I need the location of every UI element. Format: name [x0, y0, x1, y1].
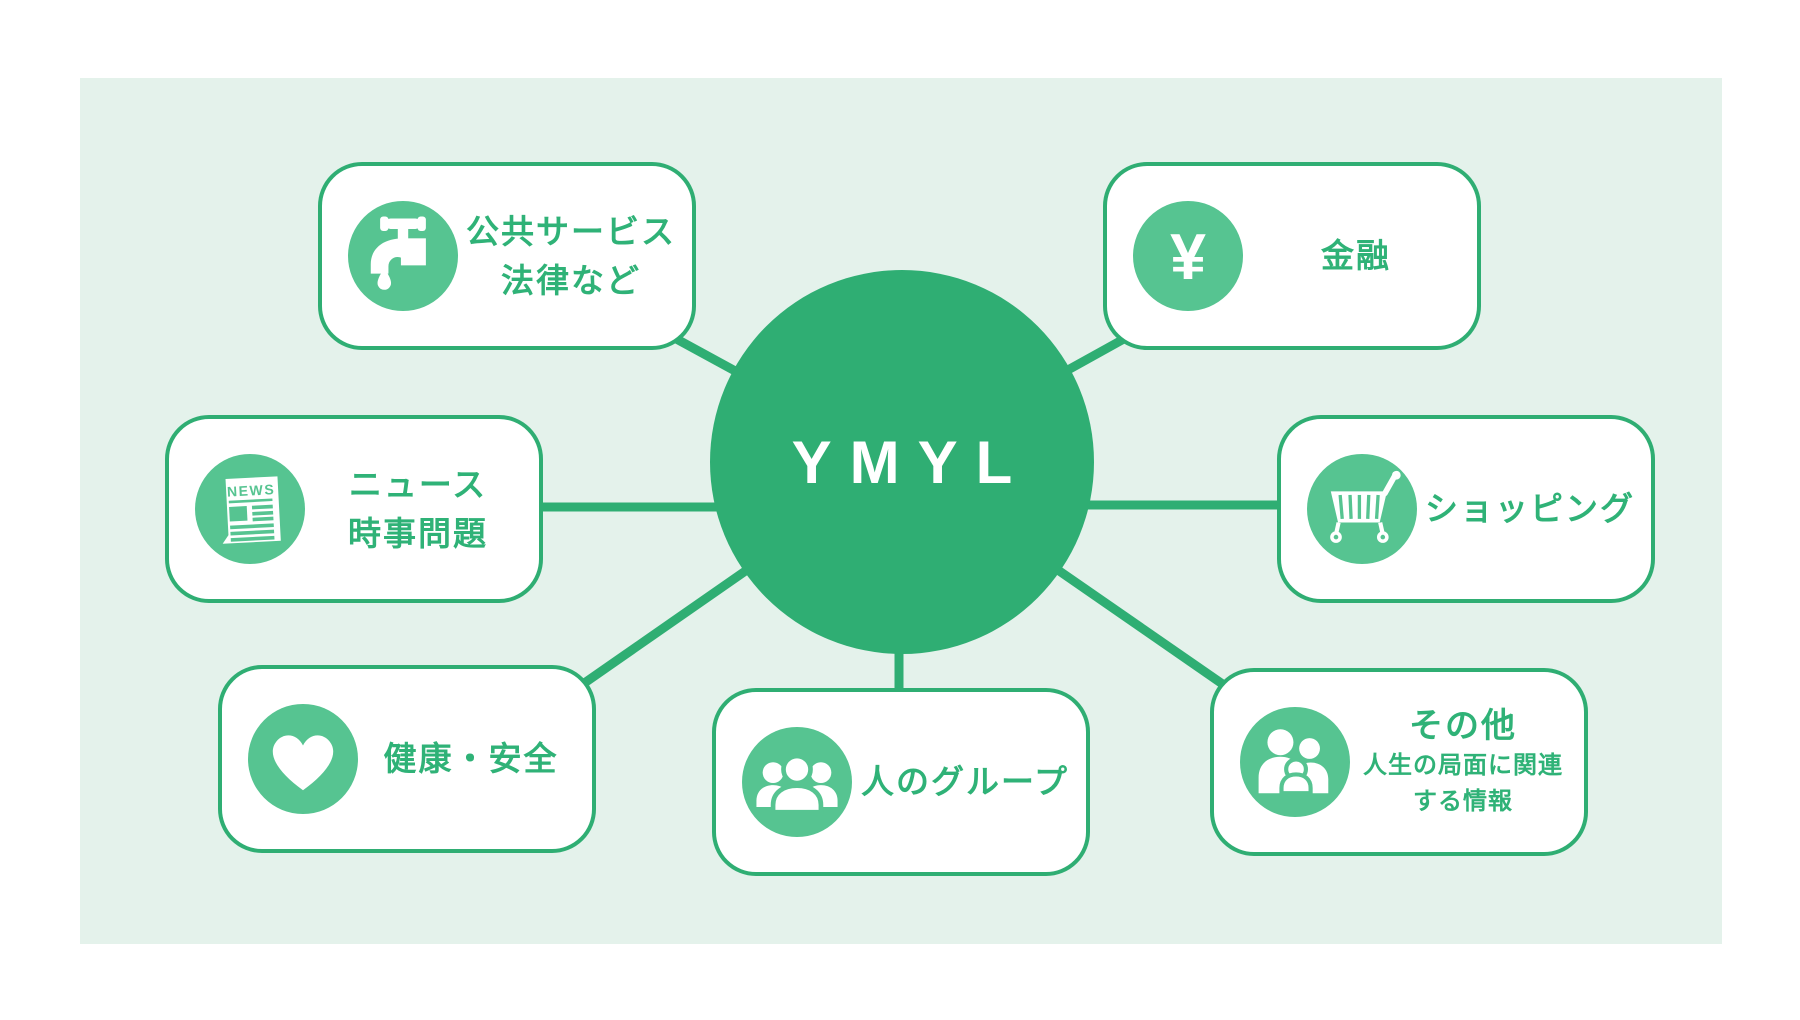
card-finance: ¥ 金融	[1103, 162, 1481, 350]
card-label-line: ショッピング	[1425, 490, 1635, 528]
card-label-line: 時事問題	[348, 515, 488, 552]
card-label: ニュース 時事問題	[305, 460, 539, 559]
card-label-line: 金融	[1321, 237, 1391, 275]
family-icon	[1240, 707, 1350, 817]
card-health-safety: 健康・安全	[218, 665, 596, 853]
center-label: YMYL	[791, 428, 1031, 496]
cart-icon	[1307, 454, 1417, 564]
card-label-line: する情報	[1413, 788, 1513, 816]
heart-icon	[248, 704, 358, 814]
card-label: 人のグループ	[852, 757, 1086, 807]
card-label: ショッピング	[1417, 484, 1651, 534]
center-node: YMYL	[710, 270, 1094, 654]
card-groups-of-people: 人のグループ	[712, 688, 1090, 876]
card-label-line: 法律など	[501, 262, 641, 299]
card-others: その他 人生の局面に関連 する情報	[1210, 668, 1588, 856]
yen-icon: ¥	[1133, 201, 1243, 311]
people-icon	[742, 727, 852, 837]
card-label-line: 公共サービス	[466, 212, 676, 250]
newspaper-icon: NEWS	[195, 454, 305, 564]
card-label-title: その他	[1409, 706, 1517, 745]
news-banner-text: NEWS	[227, 481, 276, 500]
yen-symbol: ¥	[1170, 221, 1206, 293]
card-label: 健康・安全	[358, 734, 592, 784]
card-label: その他 人生の局面に関連 する情報	[1350, 704, 1584, 820]
card-label: 金融	[1243, 231, 1477, 281]
card-label: 公共サービス 法律など	[458, 207, 692, 306]
card-label-line: ニュース	[348, 465, 488, 503]
card-news-current-events: NEWS ニュース 時事問題	[165, 415, 543, 603]
card-label-line: 健康・安全	[383, 740, 559, 778]
card-shopping: ショッピング	[1277, 415, 1655, 603]
card-label-line: 人のグループ	[860, 763, 1070, 801]
card-public-services-law: 公共サービス 法律など	[318, 162, 696, 350]
faucet-icon	[348, 201, 458, 311]
card-label-line: 人生の局面に関連	[1363, 752, 1563, 780]
